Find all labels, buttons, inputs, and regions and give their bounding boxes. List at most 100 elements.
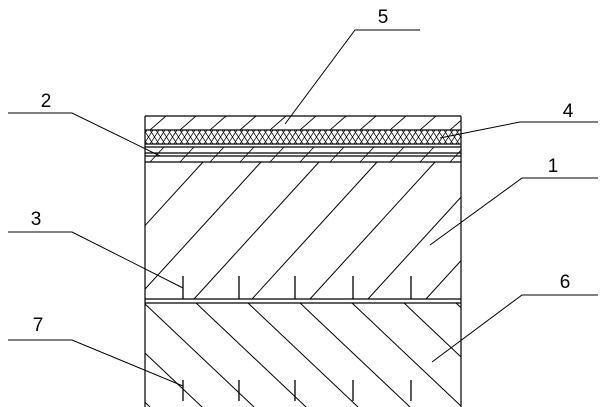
hatch-line	[317, 130, 328, 144]
hatch-line	[474, 130, 483, 144]
label-7: 7	[33, 315, 44, 336]
hatch-line	[395, 130, 406, 144]
hatch-line	[167, 130, 178, 144]
hatch-line	[179, 116, 197, 130]
label-3: 3	[31, 209, 42, 230]
hatch-line	[185, 130, 196, 144]
hatch-line	[239, 116, 257, 130]
label-4: 4	[563, 101, 574, 122]
hatch-line	[480, 147, 494, 162]
hatch-line	[209, 147, 225, 162]
hatch-line	[120, 116, 136, 130]
hatch-line	[132, 130, 141, 144]
hatch-line	[149, 130, 160, 144]
hatch-line	[155, 130, 166, 144]
hatch-line	[474, 130, 483, 144]
leader-6	[431, 294, 598, 363]
hatch-line	[401, 130, 412, 144]
hatch-line	[145, 162, 262, 290]
hatch-line	[413, 130, 424, 144]
leader-1	[429, 177, 598, 246]
hatch-line	[221, 130, 232, 144]
hatch-line	[389, 130, 400, 144]
layer-6-hatch	[145, 303, 461, 407]
hatch-line	[443, 130, 454, 144]
hatch-line	[239, 147, 255, 162]
hatch-line	[329, 147, 345, 162]
hatch-line	[480, 130, 489, 144]
label-2: 2	[41, 91, 52, 112]
hatch-line	[179, 147, 195, 162]
lower-pins	[182, 380, 412, 401]
hatch-line	[425, 130, 436, 144]
hatch-line	[145, 162, 204, 227]
hatch-line	[419, 130, 430, 144]
hatch-line	[403, 303, 461, 358]
hatch-line	[299, 147, 315, 162]
hatch-line	[245, 130, 256, 144]
layer-1-hatch	[145, 162, 461, 299]
hatch-line	[173, 130, 184, 144]
hatch-line	[239, 130, 250, 144]
hatch-line	[120, 147, 134, 162]
hatch-line	[383, 130, 394, 144]
layer-4-crosshatch	[132, 130, 489, 144]
upper-pins	[182, 276, 412, 299]
hatch-line	[287, 130, 298, 144]
hatch-line	[335, 130, 346, 144]
hatch-line	[341, 130, 352, 144]
layer-5-hatch	[120, 116, 461, 130]
hatch-line	[309, 162, 436, 299]
hatch-line	[161, 130, 172, 144]
hatch-line	[323, 130, 334, 144]
hatch-line	[149, 116, 167, 130]
hatch-line	[145, 162, 146, 163]
hatch-line	[389, 147, 405, 162]
hatch-line	[257, 130, 268, 144]
hatch-line	[455, 303, 461, 309]
hatch-line	[367, 196, 461, 299]
hatch-line	[227, 130, 238, 144]
leader-lines	[8, 29, 598, 387]
hatch-line	[371, 130, 382, 144]
hatch-line	[193, 162, 320, 299]
hatch-line	[480, 130, 489, 144]
hatch-line	[209, 130, 220, 144]
hatch-line	[449, 130, 460, 144]
hatch-line	[351, 303, 461, 407]
hatch-line	[197, 130, 208, 144]
hatch-line	[359, 116, 377, 130]
hatch-line	[145, 303, 255, 407]
hatch-line	[179, 130, 190, 144]
hatch-line	[247, 303, 359, 407]
hatch-line	[145, 401, 151, 407]
hatch-line	[145, 352, 203, 407]
hatch-line	[449, 149, 461, 162]
leader-2	[8, 112, 161, 157]
hatch-line	[251, 130, 262, 144]
hatch-line	[195, 303, 307, 407]
hatch-line	[203, 130, 214, 144]
label-5: 5	[378, 7, 389, 28]
hatch-line	[269, 130, 280, 144]
hatch-line	[215, 130, 226, 144]
hatch-line	[419, 116, 437, 130]
layer-2-hatch	[120, 147, 494, 162]
hatch-line	[329, 130, 340, 144]
hatch-line	[299, 303, 411, 407]
hatch-line	[269, 116, 287, 130]
hatch-line	[269, 147, 285, 162]
hatch-line	[359, 130, 370, 144]
leader-4	[439, 121, 598, 139]
label-6: 6	[560, 272, 571, 293]
hatch-line	[407, 130, 418, 144]
leader-7	[8, 339, 184, 387]
hatch-line	[449, 119, 461, 130]
leader-5	[284, 29, 420, 125]
hatch-line	[251, 162, 378, 299]
hatch-line	[191, 130, 202, 144]
leader-3	[8, 231, 184, 289]
hatch-line	[299, 130, 310, 144]
hatch-line	[275, 130, 286, 144]
